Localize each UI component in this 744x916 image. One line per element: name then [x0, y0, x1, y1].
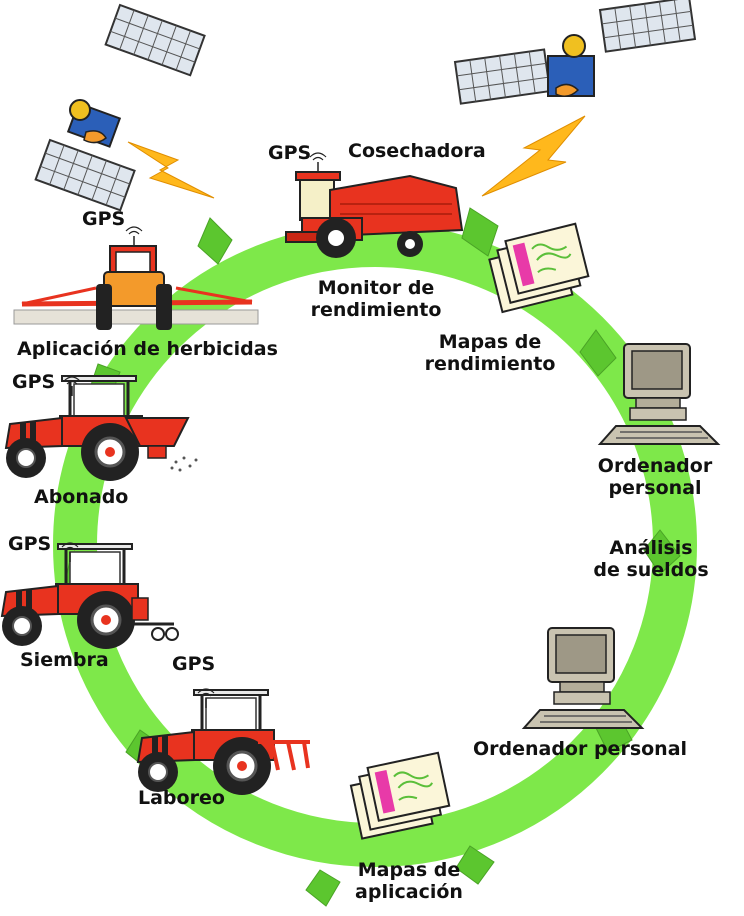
- fertilizer-tractor-icon: [4, 374, 198, 483]
- herbicide-application-label: Aplicación de herbicidas: [17, 338, 278, 360]
- satellite-icon-right: [454, 0, 696, 105]
- sprayer-tractor-icon: [13, 226, 259, 330]
- yield-monitor-label-line1: Monitor de: [317, 277, 435, 299]
- seeding-label: Siembra: [20, 649, 109, 671]
- application-maps-label-line1: Mapas de: [357, 859, 461, 881]
- fertilizing-label: Abonado: [34, 486, 129, 508]
- seeder-tractor-icon: [0, 542, 179, 651]
- gps-signal-bolt-right: [481, 115, 586, 197]
- yield-maps-label-line1: Mapas de: [438, 331, 542, 353]
- yield-monitor-label: Monitor de rendimiento: [310, 277, 442, 322]
- tillage-label: Laboreo: [138, 787, 225, 809]
- soil-analysis-label-line1: Análisis: [609, 537, 693, 559]
- gps-seeding-label: GPS: [8, 533, 52, 555]
- satellite-icon-left: [34, 4, 206, 212]
- pc-top-label-line2: personal: [608, 476, 702, 499]
- pc-bottom-label: Ordenador personal: [472, 738, 688, 760]
- gps-fertilizing-label: GPS: [12, 371, 56, 393]
- pc-top-label-line1: Ordenador: [597, 455, 713, 477]
- combine-harvester-icon: [285, 152, 464, 258]
- soil-analysis-label: Análisis de sueldos: [593, 537, 709, 582]
- gps-signal-bolt-left: [127, 141, 215, 199]
- yield-maps-label-line2: rendimiento: [424, 352, 556, 375]
- application-maps-label-line2: aplicación: [355, 880, 463, 903]
- application-maps-label: Mapas de aplicación: [355, 859, 463, 904]
- gps-harvester-label: GPS: [268, 142, 312, 164]
- pc-top-label: Ordenador personal: [597, 455, 713, 500]
- tillage-tractor-icon: [136, 688, 310, 797]
- gps-tillage-label: GPS: [172, 653, 216, 675]
- gps-spraying-label: GPS: [82, 208, 126, 230]
- soil-analysis-label-line2: de sueldos: [593, 558, 709, 581]
- harvester-label: Cosechadora: [348, 140, 486, 162]
- yield-maps-label: Mapas de rendimiento: [424, 331, 556, 376]
- yield-monitor-label-line2: rendimiento: [310, 298, 442, 321]
